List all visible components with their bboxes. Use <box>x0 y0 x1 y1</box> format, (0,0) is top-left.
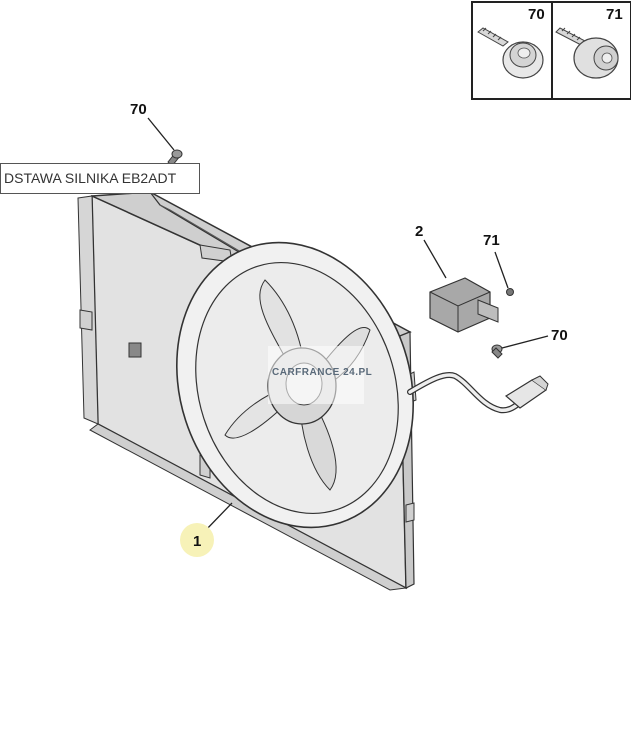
screw-right-icon <box>491 344 503 359</box>
callout-2: 2 <box>415 223 423 240</box>
legend-label-70: 70 <box>528 6 545 23</box>
callout-70-top: 70 <box>130 101 147 118</box>
callout-71: 71 <box>483 232 500 249</box>
resistor-part <box>429 277 514 333</box>
highlight-marker <box>180 523 214 557</box>
screw-70-icon <box>477 27 544 79</box>
callout-70-right: 70 <box>551 327 568 344</box>
fan-cable <box>407 372 549 414</box>
model-caption: DSTAWA SILNIKA EB2ADT <box>0 163 200 194</box>
leader-lines <box>147 117 549 533</box>
legend-label-71: 71 <box>606 6 623 23</box>
watermark: CARFRANCE 24.PL <box>268 346 372 404</box>
watermark-text: CARFRANCE 24.PL <box>272 367 373 378</box>
resistor-screw-icon <box>506 288 514 296</box>
screw-legend: 70 71 <box>471 1 631 100</box>
callout-1: 1 <box>193 533 201 550</box>
screw-71-icon <box>555 27 619 79</box>
